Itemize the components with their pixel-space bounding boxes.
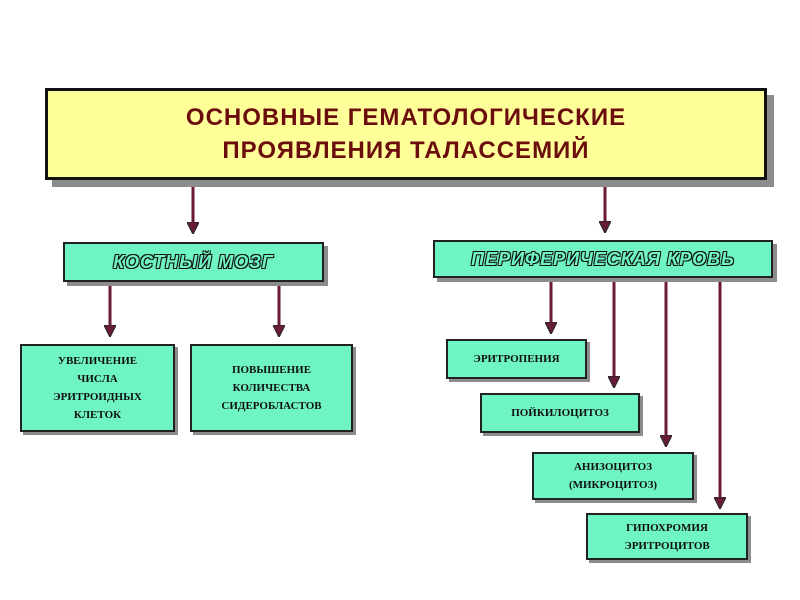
box-hypochromia: ГИПОХРОМИЯ ЭРИТРОЦИТОВ: [586, 513, 748, 560]
category-peripheral-blood: ПЕРИФЕРИЧЕСКАЯ КРОВЬ: [433, 240, 773, 278]
title-box: ОСНОВНЫЕ ГЕМАТОЛОГИЧЕСКИЕ ПРОЯВЛЕНИЯ ТАЛ…: [45, 88, 767, 180]
category-peripheral-blood-label: ПЕРИФЕРИЧЕСКАЯ КРОВЬ: [471, 248, 735, 269]
title-line-2: ПРОЯВЛЕНИЯ ТАЛАССЕМИЙ: [222, 137, 590, 164]
box-poikilocytosis: ПОЙКИЛОЦИТОЗ: [480, 393, 640, 433]
box-erythropenia: ЭРИТРОПЕНИЯ: [446, 339, 587, 379]
category-bone-marrow-label: КОСТНЫЙ МОЗГ: [113, 251, 274, 272]
category-bone-marrow: КОСТНЫЙ МОЗГ: [63, 242, 324, 282]
title-line-1: ОСНОВНЫЕ ГЕМАТОЛОГИЧЕСКИЕ: [185, 104, 627, 131]
box-erythroid-cells: УВЕЛИЧЕНИЕ ЧИСЛА ЭРИТРОИДНЫХ КЛЕТОК: [20, 344, 175, 432]
box-anisocytosis: АНИЗОЦИТОЗ (МИКРОЦИТОЗ): [532, 452, 694, 500]
box-sideroblasts: ПОВЫШЕНИЕ КОЛИЧЕСТВА СИДЕРОБЛАСТОВ: [190, 344, 353, 432]
